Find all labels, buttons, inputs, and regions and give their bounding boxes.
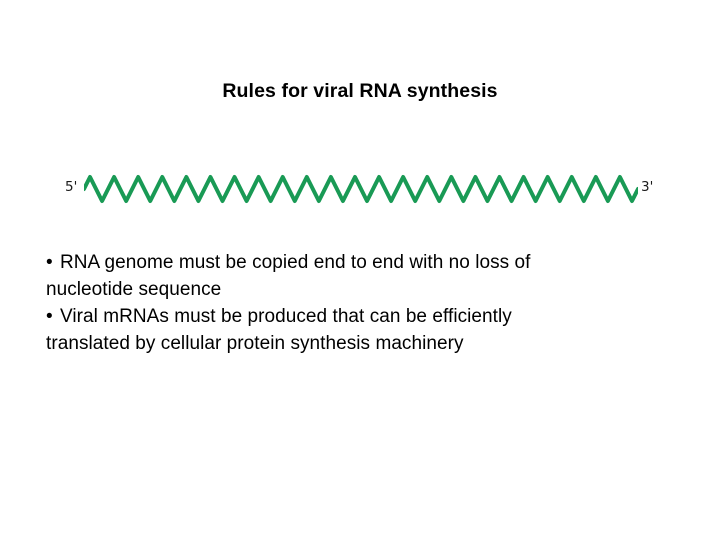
page-title: Rules for viral RNA synthesis — [222, 80, 498, 102]
bullet-1-line-2: nucleotide sequence — [46, 279, 222, 300]
rna-genome-diagram: 5' 3' — [55, 168, 665, 214]
bullet-1-line-1: RNA genome must be copied end to end wit… — [60, 252, 531, 273]
bullet-list: • RNA genome must be copied end to end wi… — [46, 249, 646, 357]
list-item: • RNA genome must be copied end to end wi… — [46, 249, 646, 276]
bullet-1-continuation: nucleotide sequence — [46, 276, 646, 303]
bullet-2-continuation: translated by cellular protein synthesis… — [46, 330, 646, 357]
bullet-marker-icon: • — [46, 306, 53, 327]
bullet-2-line-1: Viral mRNAs must be produced that can be… — [60, 306, 512, 327]
list-item: • Viral mRNAs must be produced that can b… — [46, 303, 646, 330]
five-prime-label: 5' — [65, 179, 78, 195]
three-prime-label: 3' — [641, 179, 654, 195]
bullet-2-line-2: translated by cellular protein synthesis… — [46, 333, 464, 354]
rna-strand-wave-icon — [84, 175, 638, 203]
bullet-marker-icon: • — [46, 252, 53, 273]
